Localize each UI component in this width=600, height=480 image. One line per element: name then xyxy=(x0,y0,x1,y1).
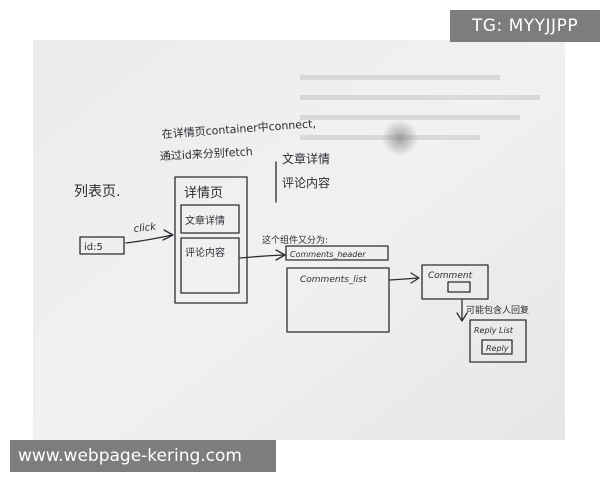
detail-page-title: 详情页 xyxy=(184,186,223,201)
click-arrowhead xyxy=(162,229,174,241)
comment-reply-slot xyxy=(447,281,471,293)
list-page-label: 列表页. xyxy=(74,184,120,200)
id-box-label: id:5 xyxy=(84,242,103,253)
comment-label: Comment xyxy=(428,271,473,281)
article-detail-box xyxy=(180,204,240,234)
split-note: 这个组件又分为: xyxy=(262,234,328,246)
list-arrow xyxy=(389,277,419,281)
reply-item-label: Reply xyxy=(486,344,509,353)
comments-label: 评论内容 xyxy=(185,246,225,259)
note-right-2: 评论内容 xyxy=(282,175,330,190)
reply-list-box xyxy=(469,319,527,363)
watermark-bottom-left: www.webpage-kering.com xyxy=(10,440,276,472)
comments-header-label: Comments_header xyxy=(290,250,366,259)
comments-box xyxy=(180,237,240,294)
click-arrow xyxy=(125,234,173,244)
paper-sheet xyxy=(33,40,565,440)
note-right-1: 文章详情 xyxy=(282,151,330,166)
id-box xyxy=(79,236,125,255)
ink-blot xyxy=(382,120,418,156)
comments-list-box xyxy=(286,267,390,333)
list-arrowhead xyxy=(410,272,420,284)
article-detail-label: 文章详情 xyxy=(185,214,225,227)
comments-header-box xyxy=(285,245,389,261)
reply-note: 可能包含人回复 xyxy=(466,304,529,316)
comment-box xyxy=(421,264,489,300)
click-label: click xyxy=(133,222,158,235)
note-top-line2: 通过id来分别fetch xyxy=(159,145,253,163)
watermark-top-right: TG: MYYJJPP xyxy=(450,10,600,42)
comments-list-label: Comments_list xyxy=(300,275,367,285)
comments-arrowhead xyxy=(275,249,286,261)
detail-page-box xyxy=(174,176,248,304)
reply-list-label: Reply List xyxy=(474,326,514,335)
comments-arrow xyxy=(239,254,285,259)
reply-item-box xyxy=(481,339,513,355)
reply-arrowhead xyxy=(456,312,468,322)
